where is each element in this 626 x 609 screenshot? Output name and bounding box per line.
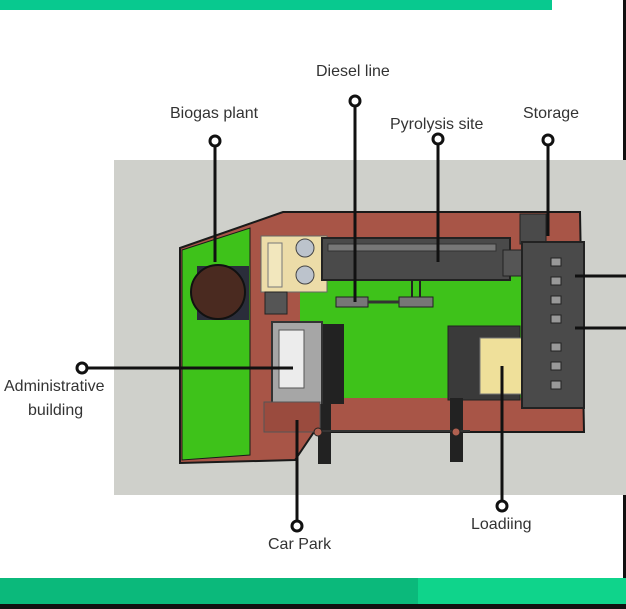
- gate-knob-2: [451, 427, 461, 437]
- storage-top: [519, 213, 547, 245]
- storage-slot-6: [550, 361, 562, 371]
- tank-circle-1: [295, 238, 315, 258]
- biogas-digester: [190, 264, 246, 320]
- storage-building: [521, 241, 585, 409]
- admin-building-shadow: [320, 324, 344, 404]
- callout-biogas-plant: [208, 134, 222, 262]
- bottom-edge-line: [0, 604, 626, 609]
- storage-slot-1: [550, 257, 562, 267]
- storage-slot-2: [550, 276, 562, 286]
- label-storage: Storage: [523, 105, 580, 122]
- admin-building-window: [278, 329, 305, 389]
- callout-pyrolysis-site: [431, 132, 445, 262]
- top-accent-bar: [0, 0, 552, 10]
- tank-rect: [267, 242, 283, 288]
- car-park-post: [318, 404, 331, 464]
- car-park-area: [263, 401, 321, 433]
- label-diesel-line: Diesel line: [316, 63, 390, 80]
- label-administrative-line1: Administrative: [4, 378, 105, 395]
- label-car-park: Car Park: [268, 536, 332, 553]
- label-pyrolysis-site: Pyrolysis site: [390, 116, 484, 133]
- label-biogas-plant: Biogas plant: [170, 105, 259, 122]
- callout-car-park: [290, 420, 304, 533]
- small-unit: [264, 291, 288, 315]
- label-administrative-line2: building: [28, 402, 84, 419]
- diesel-pad-left: [335, 296, 369, 308]
- storage-slot-3: [550, 295, 562, 305]
- label-loading: Loadiing: [471, 516, 532, 533]
- grass-strip-left: [181, 227, 251, 461]
- storage-slot-7: [550, 380, 562, 390]
- gate-knob-1: [313, 427, 323, 437]
- callout-loading: [495, 366, 509, 513]
- callout-storage: [541, 133, 555, 236]
- diesel-pad-right: [398, 296, 434, 308]
- storage-slot-4: [550, 314, 562, 324]
- bottom-accent-bar-right: [418, 578, 626, 609]
- pyrolysis-roof-line: [327, 243, 497, 252]
- storage-slot-5: [550, 342, 562, 352]
- callout-administrative-building: [75, 361, 293, 375]
- tank-circle-2: [295, 265, 315, 285]
- bottom-accent-bar-left: [0, 578, 418, 609]
- callout-diesel-line: [348, 94, 362, 302]
